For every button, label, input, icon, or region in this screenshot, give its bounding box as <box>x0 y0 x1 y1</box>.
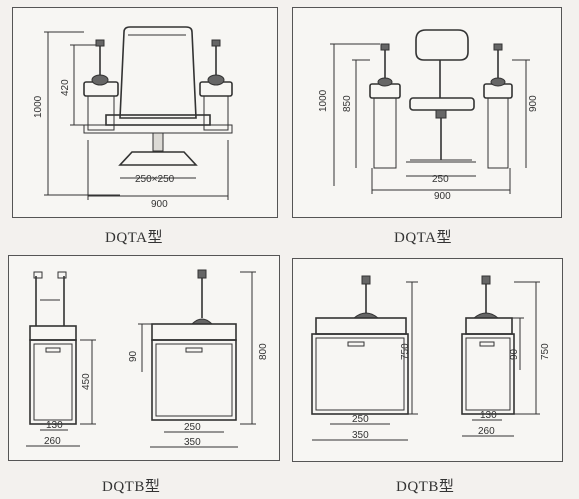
side-dim-height-total: 1000 <box>318 89 329 112</box>
side-dim-base: 250 <box>432 174 449 185</box>
cab-cabinet-right <box>461 333 515 415</box>
stand-cabinet-right <box>151 339 237 421</box>
caption-dqta-1: DQTA型 <box>105 230 163 246</box>
cab-dim-inner-right: 130 <box>480 410 497 421</box>
dim-height-upper: 420 <box>60 79 71 96</box>
chair-column <box>152 132 164 152</box>
drawing-dqtb-stand: 450 90 800 130 260 250 350 <box>26 269 269 448</box>
dim-height-total: 1000 <box>33 95 44 118</box>
chair-seat <box>105 114 211 126</box>
right-joystick-knob <box>211 39 221 47</box>
drawing-dqta-front: 1000 420 250×250 900 <box>33 26 233 210</box>
left-joystick-knob <box>95 39 105 47</box>
stand-top-right <box>151 323 237 341</box>
panel-dqta-front <box>12 7 278 218</box>
cab-dim-right: 750 <box>540 343 551 360</box>
dim-base: 250×250 <box>135 174 175 185</box>
side-dim-height-right: 900 <box>528 95 539 112</box>
caption-dqtb-1: DQTB型 <box>102 479 161 495</box>
cab-dim-left: 750 <box>400 343 411 360</box>
side-dim-height-mid: 850 <box>342 95 353 112</box>
stand-dim-cabinet: 450 <box>81 373 92 390</box>
stand-handles <box>35 276 65 326</box>
cab-dim-upper-right: 90 <box>509 348 520 360</box>
cab-cabinet-left <box>311 333 409 415</box>
caption-dqta-2: DQTA型 <box>394 230 452 246</box>
cab-dim-inner-left: 250 <box>352 414 369 425</box>
cab-dim-outer-left: 350 <box>352 430 369 441</box>
panel-dqta-side <box>292 7 562 218</box>
stand-dim-outer-right: 350 <box>184 437 201 448</box>
side-chair-back <box>415 29 469 61</box>
cab-top-left <box>315 317 407 335</box>
stand-dim-upper: 90 <box>128 350 139 362</box>
cab-dim-outer-right: 260 <box>478 426 495 437</box>
platform-bar <box>83 124 233 134</box>
panel-dqtb-cabinet <box>292 258 563 462</box>
side-chair-seat <box>409 97 475 111</box>
stand-cabinet-left <box>29 339 77 425</box>
caption-dqtb-2: DQTB型 <box>396 479 455 495</box>
side-dim-width-total: 900 <box>434 191 451 202</box>
panel-dqtb-stand <box>8 255 280 461</box>
stand-dim-outer-left: 260 <box>44 436 61 447</box>
drawing-dqta-side: 1000 850 900 250 900 <box>318 29 539 202</box>
right-console-body <box>203 95 229 131</box>
chair-backrest <box>119 26 197 119</box>
stand-dim-total: 800 <box>258 343 269 360</box>
dim-width-total: 900 <box>151 199 168 210</box>
cab-top-right <box>465 317 513 335</box>
left-console-body <box>87 95 115 131</box>
stand-dim-inner-right: 250 <box>184 422 201 433</box>
stand-dim-inner-left: 130 <box>46 420 63 431</box>
chair-base <box>118 151 198 166</box>
stand-top-left <box>29 325 77 341</box>
drawing-dqtb-cabinet: 750 90 750 250 350 130 260 <box>311 275 551 441</box>
